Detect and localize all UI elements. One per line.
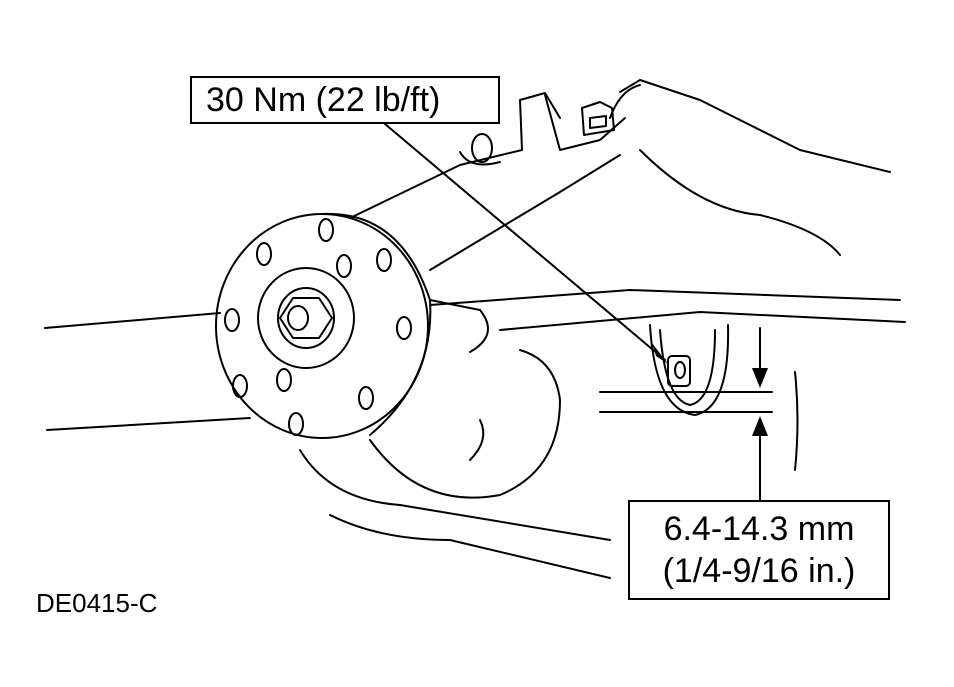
stud-7 [224, 308, 240, 332]
stud-10 [276, 368, 292, 392]
lower-arm-bottom [329, 514, 611, 579]
hub-side [321, 212, 432, 436]
gap-metric-text: 6.4-14.3 mm [663, 510, 855, 548]
bushing-upper [471, 133, 493, 163]
bracket-window [589, 115, 607, 129]
torque-spec-text: 30 Nm (22 lb/ft) [206, 81, 441, 119]
frame-rail-top [429, 289, 901, 306]
stud-6 [232, 374, 248, 398]
gap-callout: 6.4-14.3 mm (1/4-9/16 in.) [628, 500, 890, 600]
jounce-bumper-face [674, 361, 686, 379]
lower-arm-inner [369, 349, 561, 499]
stud-5 [288, 412, 304, 436]
lower-arm-top [429, 299, 489, 353]
arrowhead-top [752, 368, 768, 388]
arrowhead-leader [652, 343, 668, 364]
stud-9 [336, 254, 352, 278]
figure-code: DE0415-C [36, 588, 158, 618]
spindle-nut [277, 287, 335, 349]
stud-1 [318, 218, 334, 242]
upper-arm-body [544, 94, 626, 151]
lower-arm-web [469, 419, 485, 461]
axle-line-upper [44, 312, 221, 329]
stud-3 [396, 316, 412, 340]
upper-arm-top [349, 92, 561, 219]
frame-edge [609, 84, 641, 119]
lower-arm-outer [299, 449, 611, 541]
snubber-outer [649, 324, 730, 416]
gap-imperial-text: (1/4-9/16 in.) [662, 552, 856, 590]
bracket-top [581, 101, 615, 136]
snubber-body [659, 329, 716, 406]
spindle-end [287, 305, 309, 331]
frame-curve [639, 149, 841, 256]
torque-callout: 30 Nm (22 lb/ft) [190, 76, 500, 124]
torque-leader [384, 123, 666, 361]
upper-arm-lower [429, 154, 621, 271]
hub-center [257, 267, 355, 369]
nut-hex [279, 297, 333, 339]
stud-4 [358, 386, 374, 410]
arrowhead-bottom [752, 416, 768, 436]
bushing-arc [459, 151, 501, 166]
frame-upper [619, 79, 891, 173]
axle-line-lower [46, 417, 251, 431]
jounce-bumper [667, 355, 691, 387]
stud-8 [256, 242, 272, 266]
frame-rail-mid [499, 311, 906, 331]
shock-line [794, 371, 799, 471]
stud-2 [376, 248, 392, 272]
